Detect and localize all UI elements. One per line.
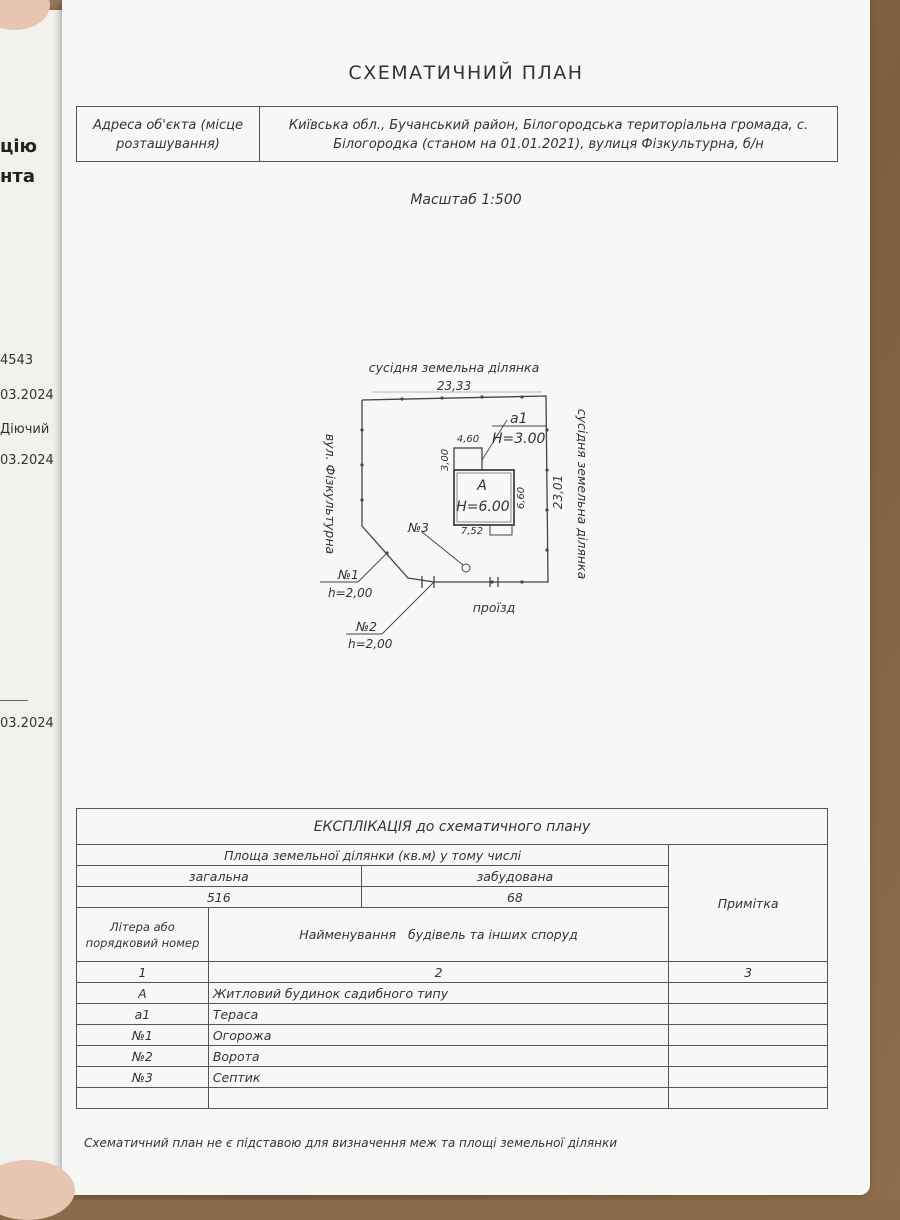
scale-label: Масштаб 1:500 xyxy=(410,192,522,208)
col1-header-line2: порядковий номер xyxy=(85,935,200,950)
septic-label: №3 xyxy=(407,520,429,535)
row-id: а1 xyxy=(76,1003,209,1025)
row-note xyxy=(668,1045,828,1067)
building-width: 7,52 xyxy=(461,526,483,537)
gate-marks xyxy=(421,576,499,588)
building-inner-line xyxy=(456,472,512,523)
row-name xyxy=(207,1087,670,1109)
septic-circle xyxy=(461,563,471,573)
gate-label: №2 xyxy=(355,619,377,634)
gate-height: h=2,00 xyxy=(348,637,393,651)
west-street-label: вул. Фізкультурна xyxy=(323,434,338,554)
under-text-7: 03.2024 xyxy=(0,716,54,731)
built-area-value: 68 xyxy=(360,886,670,908)
address-label: Адреса об'єкта (місце розташування) xyxy=(77,107,260,161)
terrace-width: 4,60 xyxy=(457,434,479,445)
row-note xyxy=(668,1066,828,1088)
under-text-1: цію xyxy=(0,136,38,157)
row-id: А xyxy=(76,982,209,1004)
schematic-plan-page: СХЕМАТИЧНИЙ ПЛАН Адреса об'єкта (місце р… xyxy=(62,0,870,1195)
total-area-value: 516 xyxy=(76,886,362,908)
dim-right-label: 23,01 xyxy=(551,475,565,509)
row-note xyxy=(668,1003,828,1025)
note-header: Примітка xyxy=(668,844,828,962)
row-id: №2 xyxy=(76,1045,209,1067)
page-title: СХЕМАТИЧНИЙ ПЛАН xyxy=(348,62,584,84)
col2-header: Найменування будівель та інших споруд xyxy=(207,907,670,962)
table-row xyxy=(76,1087,828,1109)
address-label-line2: розташування) xyxy=(116,137,220,152)
terrace-letter: а1 xyxy=(510,411,528,427)
building-porch xyxy=(489,524,513,536)
building-height: H=6.00 xyxy=(456,499,510,515)
row-name: Тераса xyxy=(207,1003,670,1025)
under-text-4: 03.2024 xyxy=(0,388,54,403)
col1-header: Літера або порядковий номер xyxy=(76,907,209,962)
building-a xyxy=(453,469,515,536)
address-value: Київська обл., Бучанський район, Білогор… xyxy=(260,107,837,161)
table-row: №2 Ворота xyxy=(76,1045,828,1067)
building-outline xyxy=(453,469,515,526)
under-text-3: 4543 xyxy=(0,353,34,368)
row-note xyxy=(668,982,828,1004)
dim-top-label: 23,33 xyxy=(437,379,471,393)
built-area-label: забудована xyxy=(360,865,670,887)
area-header: Площа земельної ділянки (кв.м) у тому чи… xyxy=(75,844,670,866)
row-note xyxy=(668,1024,828,1046)
col1-header-line1: Літера або xyxy=(110,919,175,934)
address-box: Адреса об'єкта (місце розташування) Київ… xyxy=(76,106,838,162)
site-plan-drawing: сусідня земельна ділянка 23,33 а1 H=3.00… xyxy=(320,360,590,651)
east-neighbor-label: сусідня земельна ділянка xyxy=(575,409,590,580)
under-text-6: 03.2024 xyxy=(0,453,54,468)
table-row: №1 Огорожа xyxy=(76,1024,828,1046)
fence-height: h=2,00 xyxy=(328,586,373,600)
table-row: а1 Тераса xyxy=(76,1003,828,1025)
address-value-line2: Білогородка (станом на 01.01.2021), вули… xyxy=(333,137,764,152)
n2-leader xyxy=(381,581,435,635)
row-name: Ворота xyxy=(207,1045,670,1067)
explication-table-wrap: ЕКСПЛІКАЦІЯ до схематичного плану Площа … xyxy=(75,808,828,1109)
footnote: Схематичний план не є підставою для визн… xyxy=(84,1136,617,1150)
building-letter: А xyxy=(476,478,487,494)
row-name: Септик xyxy=(207,1066,670,1088)
total-area-label: загальна xyxy=(76,865,362,887)
under-text-5: Діючий xyxy=(0,422,50,437)
col-num-3: 3 xyxy=(668,961,828,983)
terrace-height: H=3.00 xyxy=(492,431,546,447)
explication-title: ЕКСПЛІКАЦІЯ до схематичного плану xyxy=(76,808,828,845)
row-id: №1 xyxy=(76,1024,209,1046)
n1-leader xyxy=(357,552,388,583)
terrace-depth: 3,00 xyxy=(440,449,451,471)
under-text-2: нта xyxy=(0,166,36,187)
row-id: №3 xyxy=(76,1066,209,1088)
under-divider xyxy=(0,700,28,701)
row-id xyxy=(76,1087,209,1109)
row-name: Житловий будинок садибного типу xyxy=(207,982,670,1004)
north-neighbor-label: сусідня земельна ділянка xyxy=(369,360,540,375)
row-note xyxy=(668,1087,828,1109)
table-row: №3 Септик xyxy=(76,1066,828,1088)
table-row: А Житловий будинок садибного типу xyxy=(76,982,828,1004)
terrace-outline xyxy=(453,447,483,471)
col-num-1: 1 xyxy=(76,961,209,983)
septic-n3 xyxy=(421,531,471,573)
fence-label: №1 xyxy=(337,567,359,582)
explication-table: ЕКСПЛІКАЦІЯ до схематичного плану Площа … xyxy=(75,808,828,1109)
address-value-line1: Київська обл., Бучанський район, Білогор… xyxy=(288,118,809,133)
col-num-2: 2 xyxy=(207,961,670,983)
address-label-line1: Адреса об'єкта (місце xyxy=(92,118,244,133)
building-depth: 6,60 xyxy=(516,487,527,509)
south-driveway-label: проїзд xyxy=(473,600,516,615)
row-name: Огорожа xyxy=(207,1024,670,1046)
